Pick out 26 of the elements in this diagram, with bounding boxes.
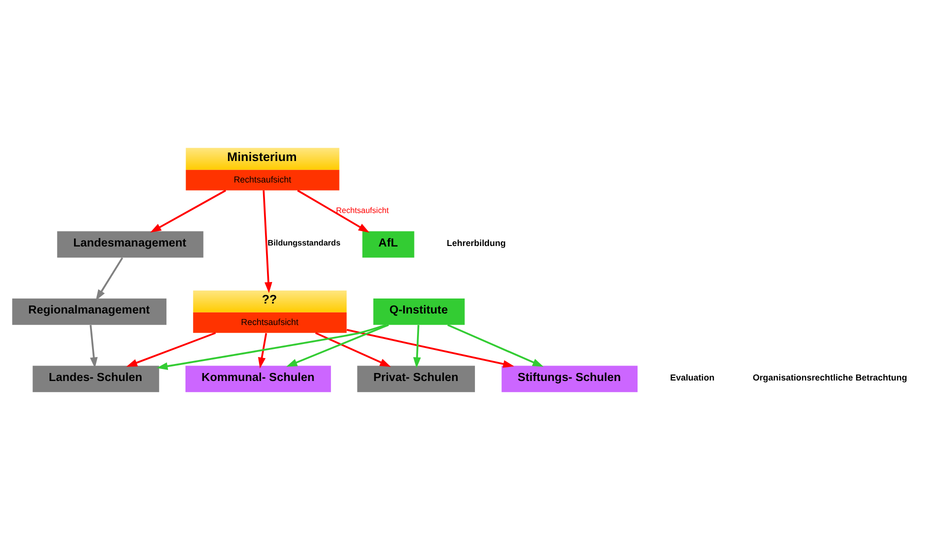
- arrow: [90, 324, 98, 368]
- label: Evaluation: [670, 372, 714, 382]
- arrow: [315, 332, 391, 367]
- arrow: [346, 328, 514, 368]
- arrow: [156, 324, 386, 370]
- node-label: Lehrerbildung: [446, 238, 506, 248]
- label: Organisationsrechtliche Betrachtung: [752, 372, 908, 382]
- arrow: [413, 325, 421, 368]
- node-box: Landes- Schulen: [32, 366, 160, 392]
- node-box: Privat- Schulen: [357, 366, 475, 392]
- arrow: [150, 190, 226, 233]
- edge-label: Rechtsaufsicht: [336, 206, 389, 215]
- arrow: [96, 257, 124, 301]
- edge-label: Bildungsstandards: [268, 238, 340, 248]
- node-box: AfL: [362, 231, 414, 258]
- arrow: [447, 324, 544, 367]
- arrow: [258, 333, 268, 368]
- arrow: [126, 332, 216, 367]
- node-box: Regionalmanagement: [12, 298, 166, 325]
- arrow: [286, 324, 389, 367]
- node-box: Kommunal- Schulen: [185, 366, 331, 392]
- node-box: Q-Institute: [373, 298, 465, 325]
- arrow: [297, 190, 370, 233]
- node-box: Stiftungs- Schulen: [502, 366, 638, 392]
- arrow: [262, 190, 272, 294]
- node-box: Landesmanagement: [57, 231, 204, 258]
